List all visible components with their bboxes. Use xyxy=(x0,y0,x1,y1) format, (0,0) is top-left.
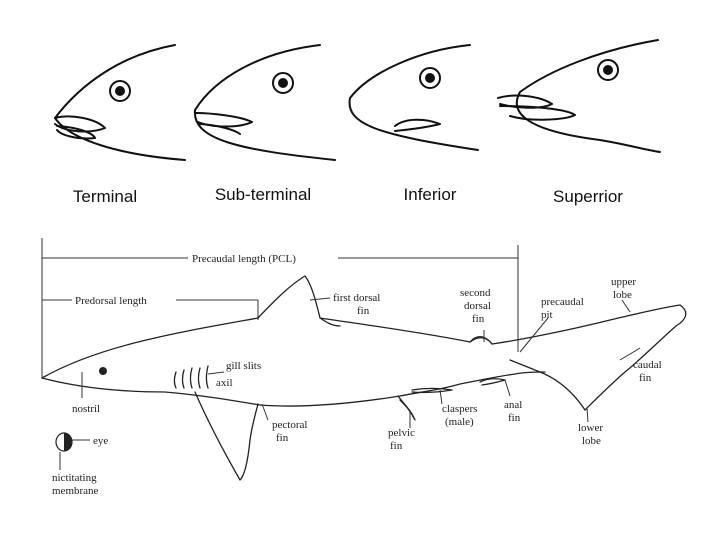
axil-label: axil xyxy=(216,377,233,389)
nictitating-eye-icon xyxy=(55,432,90,470)
nictitating-membrane-label: nictitating membrane xyxy=(52,472,99,497)
svg-text:pectoral: pectoral xyxy=(272,419,307,431)
lower-lobe-label: lower lobe xyxy=(578,422,603,447)
claspers-label: claspers (male) xyxy=(442,403,477,428)
caudal-fin-label: caudal fin xyxy=(633,359,662,384)
leader-lines xyxy=(81,297,641,428)
svg-text:dorsal: dorsal xyxy=(464,300,491,312)
svg-text:fin: fin xyxy=(639,372,652,384)
svg-text:fin: fin xyxy=(390,440,403,452)
mouth-label-superior: Superrior xyxy=(553,187,623,206)
mouth-label-sub-terminal: Sub-terminal xyxy=(215,185,311,204)
svg-text:lobe: lobe xyxy=(613,289,632,301)
svg-text:upper: upper xyxy=(611,276,636,288)
svg-text:pit: pit xyxy=(541,309,553,321)
svg-text:anal: anal xyxy=(504,399,522,411)
anal-fin-label: anal fin xyxy=(504,399,522,424)
first-dorsal-fin-label: first dorsal fin xyxy=(333,292,380,317)
second-dorsal-fin-label: second dorsal fin xyxy=(460,287,491,325)
head-terminal xyxy=(54,44,186,161)
head-sub-terminal xyxy=(193,44,336,161)
svg-text:second: second xyxy=(460,287,491,299)
head-inferior xyxy=(348,44,479,151)
gill-slits xyxy=(173,365,209,389)
svg-text:lower: lower xyxy=(578,422,603,434)
measurement-lines xyxy=(41,238,519,378)
svg-text:precaudal: precaudal xyxy=(541,296,584,308)
gill-slits-label: gill slits xyxy=(226,360,261,372)
svg-text:nictitating: nictitating xyxy=(52,472,97,484)
svg-text:(male): (male) xyxy=(445,416,474,428)
head-superior xyxy=(497,39,661,153)
svg-text:lobe: lobe xyxy=(582,435,601,447)
svg-text:claspers: claspers xyxy=(442,403,477,415)
svg-text:caudal: caudal xyxy=(633,359,662,371)
nostril-label: nostril xyxy=(72,403,100,415)
upper-lobe-label: upper lobe xyxy=(611,276,636,301)
svg-text:first dorsal: first dorsal xyxy=(333,292,380,304)
pectoral-fin-label: pectoral fin xyxy=(272,419,307,444)
svg-text:pelvic: pelvic xyxy=(388,427,415,439)
mouth-label-inferior: Inferior xyxy=(404,185,457,204)
svg-text:membrane: membrane xyxy=(52,485,99,497)
svg-text:fin: fin xyxy=(276,432,289,444)
svg-text:fin: fin xyxy=(472,313,485,325)
precaudal-pit-label: precaudal pit xyxy=(541,296,584,321)
eye-label: eye xyxy=(93,435,108,447)
svg-text:fin: fin xyxy=(508,412,521,424)
shark-body xyxy=(41,275,687,481)
svg-text:fin: fin xyxy=(357,305,370,317)
pelvic-fin-label: pelvic fin xyxy=(388,427,415,452)
eye-icon xyxy=(99,367,107,375)
mouth-label-terminal: Terminal xyxy=(73,187,137,206)
predorsal-length-label: Predorsal length xyxy=(75,295,147,307)
precaudal-length-label: Precaudal length (PCL) xyxy=(192,253,296,265)
